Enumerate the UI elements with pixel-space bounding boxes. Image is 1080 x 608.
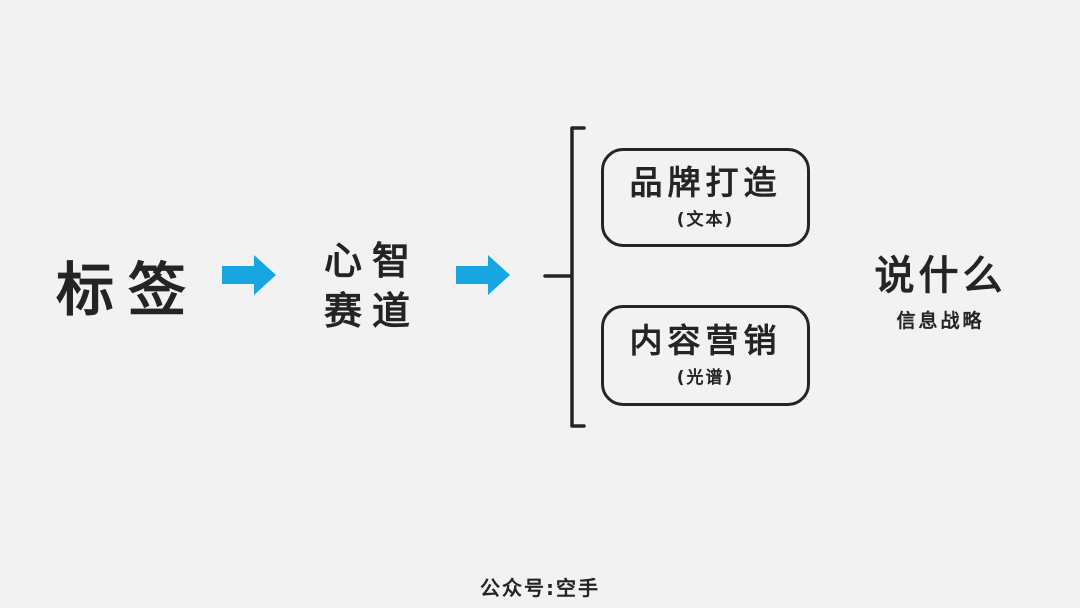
branch-subtitle: (光谱) xyxy=(676,367,735,388)
mind-track-label: 心智 赛道 xyxy=(312,236,432,336)
right-arrow-icon xyxy=(456,255,510,295)
branch-title: 内容营销 xyxy=(629,321,782,361)
result-subtitle: 信息战略 xyxy=(896,310,985,332)
bracket xyxy=(543,126,586,428)
mind-track-line1: 心智 xyxy=(323,239,420,283)
source-label: 标签 xyxy=(56,256,201,324)
branch-box-content: 内容营销 (光谱) xyxy=(601,305,810,406)
result-block: 说什么 信息战略 xyxy=(858,243,1023,333)
footer-watermark: 公众号:空手 xyxy=(480,576,600,600)
branch-title: 品牌打造 xyxy=(629,163,782,203)
branch-box-brand: 品牌打造 (文本) xyxy=(601,148,810,247)
result-title: 说什么 xyxy=(874,253,1007,299)
mind-track-line2: 赛道 xyxy=(323,289,420,333)
right-arrow-icon xyxy=(222,255,276,295)
branch-subtitle: (文本) xyxy=(676,209,735,230)
